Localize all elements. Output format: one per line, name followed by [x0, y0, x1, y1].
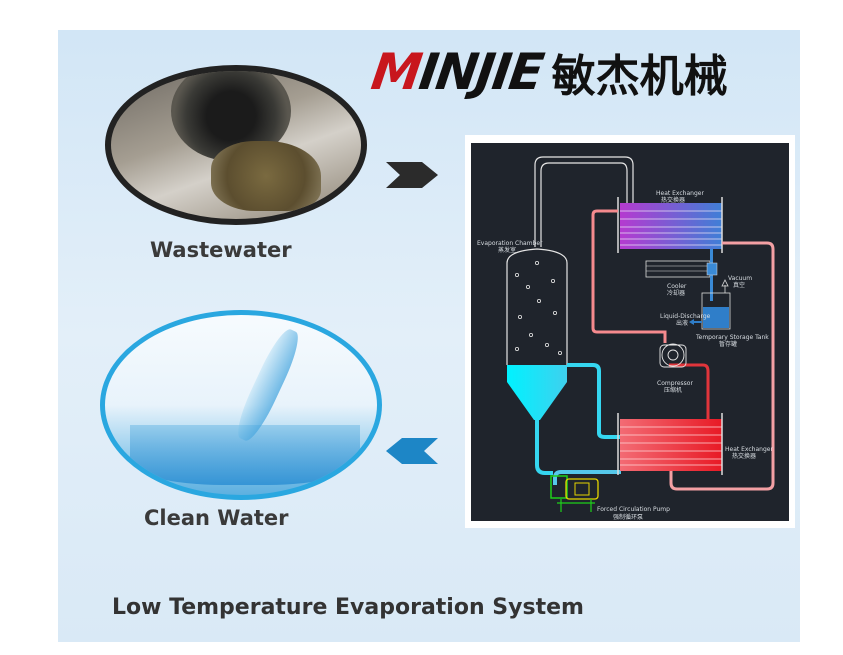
storage-tank [701, 292, 731, 330]
system-title: Low Temperature Evaporation System [112, 595, 584, 620]
arrow-right-icon [386, 162, 438, 188]
clean-water-label: Clean Water [144, 506, 289, 530]
arrow-left-icon [386, 438, 438, 464]
label-pump: Forced Circulation Pump [597, 506, 670, 513]
label-compressor-cn: 压缩机 [664, 386, 682, 394]
label-compressor: Compressor [657, 380, 693, 387]
label-vacuum-cn: 真空 [733, 281, 745, 289]
label-storage-tank-cn: 暂存罐 [719, 340, 737, 348]
logo-wordmark: MINJIE [367, 43, 546, 101]
label-storage-tank: Temporary Storage Tank [695, 334, 769, 341]
label-evaporation-chamber: Evaporation Chamber [477, 240, 543, 247]
heat-exchanger-top [620, 203, 722, 249]
label-liquid-discharge-cn: 出液 [676, 319, 688, 327]
label-heat-exchanger-top-cn: 热交换器 [661, 196, 685, 204]
compressor [659, 343, 687, 368]
label-vacuum: Vacuum [728, 275, 752, 282]
process-diagram: Heat Exchanger 热交换器 Evaporation Chamber … [465, 135, 795, 528]
circulation-pump [550, 475, 599, 512]
label-cooler-cn: 冷却器 [667, 289, 685, 297]
logo: MINJIE 敏杰机械 [368, 43, 728, 102]
label-cooler: Cooler [667, 283, 687, 290]
label-heat-exchanger-bottom: Heat Exchanger [725, 446, 773, 453]
wastewater-label: Wastewater [150, 238, 292, 262]
logo-chinese: 敏杰机械 [551, 51, 728, 102]
label-pump-cn: 强制循环泵 [613, 513, 643, 521]
wastewater-image [105, 65, 367, 225]
heat-exchanger-bottom [620, 419, 722, 471]
label-liquid-discharge: Liquid-Discharge [660, 313, 711, 320]
evaporation-chamber [506, 248, 568, 365]
label-heat-exchanger-top: Heat Exchanger [656, 190, 704, 197]
label-evaporation-chamber-cn: 蒸发室 [498, 246, 516, 254]
label-heat-exchanger-bottom-cn: 热交换器 [732, 452, 756, 460]
clean-water-image [100, 310, 382, 500]
